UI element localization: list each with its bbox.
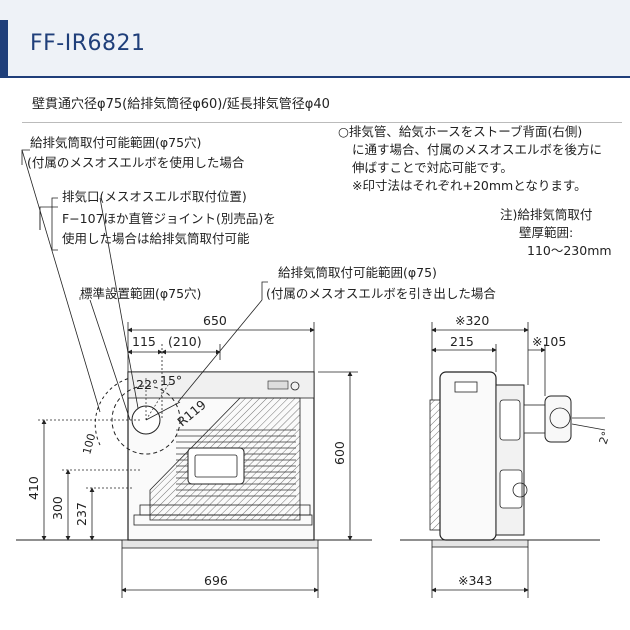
note-line3: 伸ばすことで対応可能です。 [352,160,513,175]
outer-arc [94,377,131,446]
side-elbow-icon [512,482,528,498]
dim-210: (210) [168,334,202,349]
dim-650: 650 [203,313,227,328]
wall-note-line2: 壁厚範囲: [519,225,574,240]
dim-115: 115 [132,334,156,349]
dim-410: 410 [26,476,41,500]
label-range-phi75: 給排気筒取付可能範囲(φ75穴) [30,135,202,150]
header-band [0,0,630,76]
section-divider [22,122,622,123]
note-line2: に通す場合、付属のメスオスエルボを後方に [352,142,603,157]
front-heater-window [187,447,245,485]
side-rear-duct [499,469,523,509]
angle-22: 22° [136,377,158,392]
side-dimensions [431,322,546,598]
front-step-lower [133,514,313,526]
spec-line: 壁貫通穴径φ75(給排気筒径φ60)/延長排気管径φ40 [32,97,330,112]
dim-slope: 2° [597,430,613,446]
wall-note-line1: 注)給排気筒取付 [500,207,593,222]
side-stove-body [439,371,497,541]
front-dimensions [38,322,358,598]
power-knob-icon [290,381,300,391]
dim-100: 100 [80,432,98,456]
model-title: FF-IR6821 [30,31,146,56]
dim-696: 696 [204,573,228,588]
dim-600: 600 [332,441,347,465]
side-cap-circle [549,407,571,429]
angle-line [145,381,171,421]
label-range-phi75-sub: (付属のメスオスエルボを使用した場合 [27,155,245,170]
dim-300: 300 [50,496,65,520]
dim-215: 215 [450,334,474,349]
note-line4: ※印寸法はそれぞれ+20mmとなります。 [352,178,587,193]
front-view [16,371,372,549]
note-line1: ○排気管、給気ホースをストーブ背面(右側) [338,124,583,139]
angle-15: 15° [160,373,182,388]
label-joint-line1: F−107ほか直管ジョイント(別売品)を [62,211,276,226]
wall-note-line3: 110〜230mm [527,243,612,258]
front-base-plate [121,539,319,549]
label-range-phi75-b: 給排気筒取付可能範囲(φ75) [278,265,437,280]
header-accent-bar [0,20,8,76]
label-standard-range: 標準設置範囲(φ75穴) [80,286,202,301]
dim-s320: ※320 [455,313,489,328]
dim-s343: ※343 [458,573,492,588]
side-base-plate [431,539,529,548]
header-divider [0,76,630,78]
side-slope-line [571,423,606,431]
side-front-louver [429,399,441,531]
label-exhaust-port: 排気口(メスオスエルボ取付位置) [62,189,247,204]
side-control-panel [454,381,478,393]
side-view [400,371,606,548]
side-wall-cap [544,395,572,443]
front-heater-inner [194,454,238,478]
side-rear-fan [499,399,521,441]
label-joint-line2: 使用した場合は給排気筒取付可能 [62,231,250,246]
label-range-phi75-b-sub: (付属のメスオスエルボを引き出した場合 [266,286,496,301]
control-display [267,380,289,390]
dim-s105: ※105 [532,334,566,349]
radius-line [145,401,181,421]
dim-237: 237 [74,502,89,526]
